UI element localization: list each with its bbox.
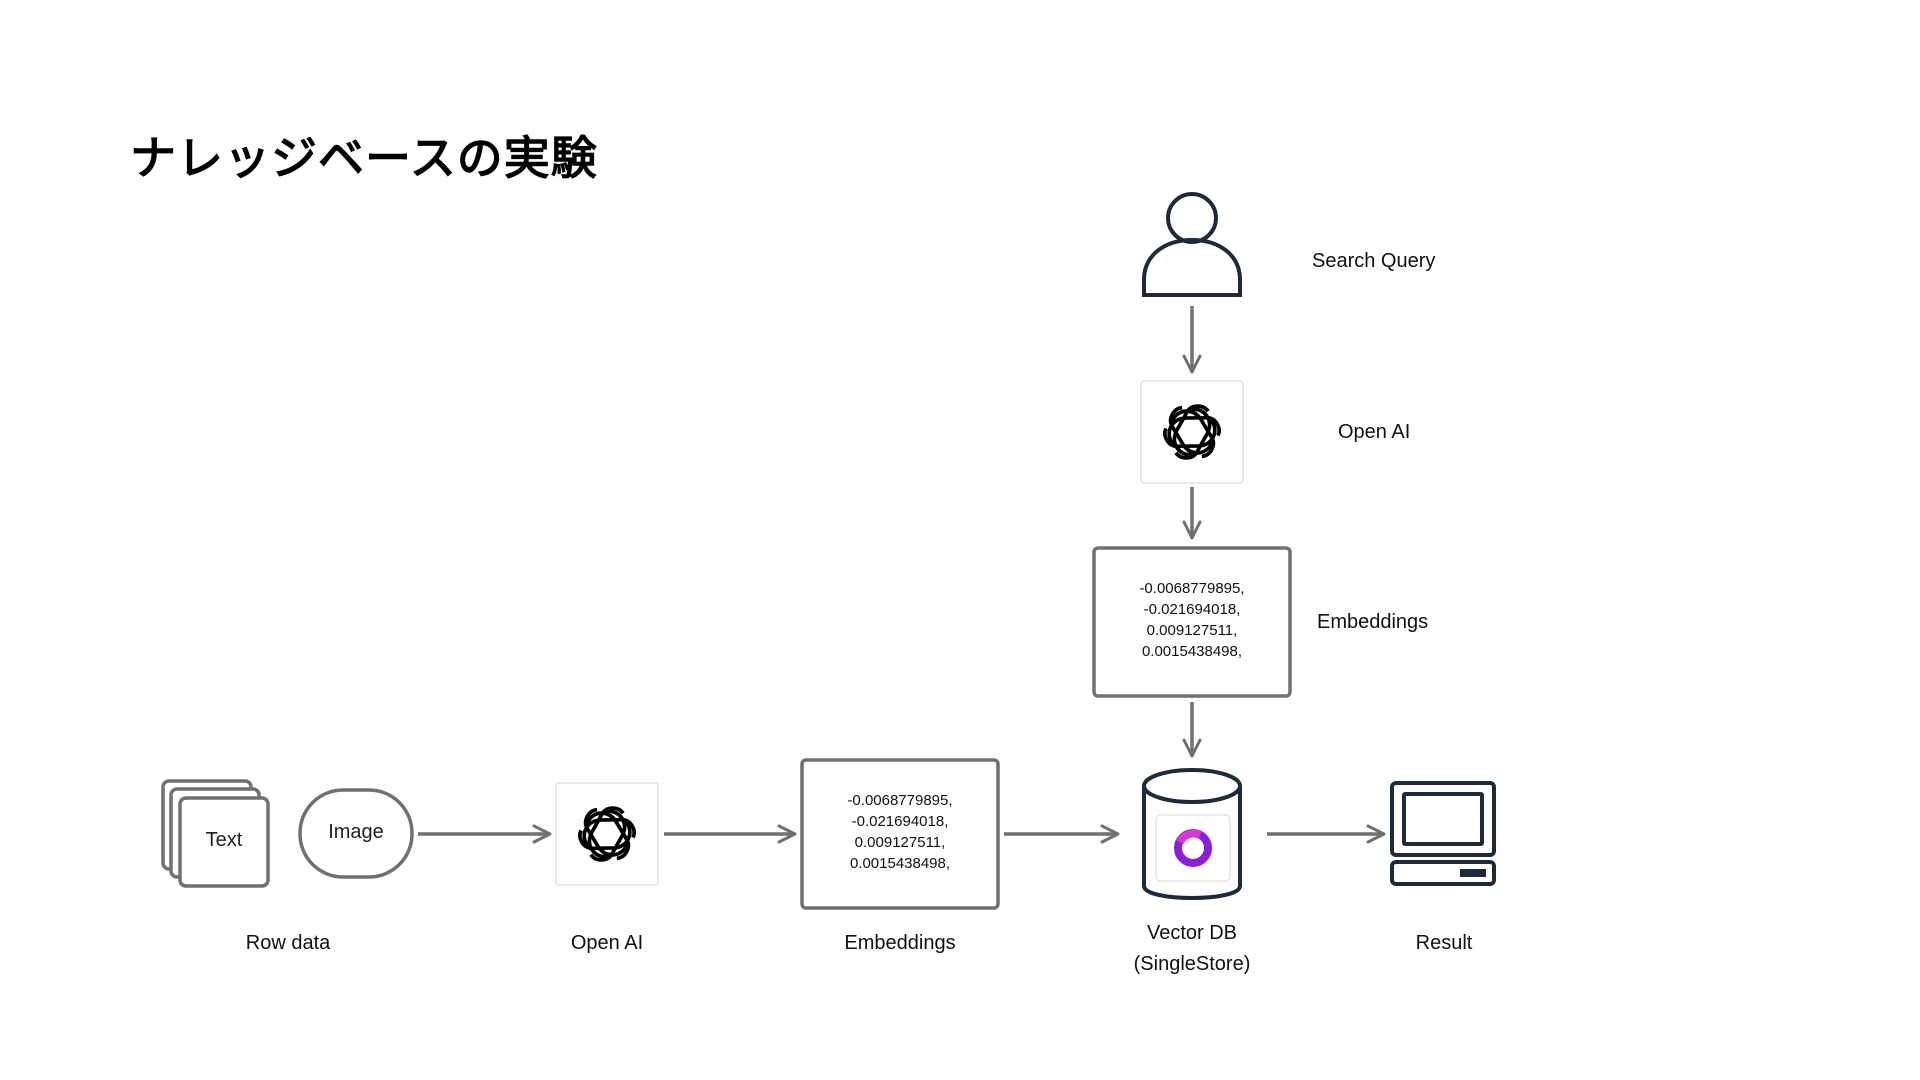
embeddings-values-data: -0.0068779895, -0.021694018, 0.009127511… xyxy=(802,790,998,874)
text-documents-icon xyxy=(161,779,270,888)
user-icon xyxy=(1142,192,1242,297)
vectordb-label: Vector DB (SingleStore) xyxy=(1092,918,1292,980)
embeddings-box-data xyxy=(800,758,1000,910)
singlestore-logo-icon xyxy=(1155,814,1231,882)
page-title: ナレッジベースの実験 xyxy=(130,131,598,185)
embedding-value: -0.0068779895, xyxy=(1139,580,1245,597)
embeddings-label-query: Embeddings xyxy=(1317,611,1429,633)
row-data-label: Row data xyxy=(245,932,331,954)
search-query-label: Search Query xyxy=(1312,250,1436,272)
openai-logo-icon-2 xyxy=(555,782,659,886)
embedding-value: 0.0015438498, xyxy=(849,855,951,872)
openai-logo-icon xyxy=(1140,380,1244,484)
database-icon xyxy=(1142,768,1242,900)
vectordb-label-line1: Vector DB xyxy=(1146,922,1238,944)
text-node-label: Text xyxy=(205,829,243,851)
embedding-value: -0.021694018, xyxy=(851,813,949,830)
embeddings-values-query: -0.0068779895, -0.021694018, 0.009127511… xyxy=(1094,578,1290,662)
image-node xyxy=(298,788,414,879)
embedding-value: 0.009127511, xyxy=(1146,622,1238,639)
openai-label-query: Open AI xyxy=(1338,421,1411,443)
embeddings-box-query xyxy=(1092,546,1292,698)
embedding-value: -0.021694018, xyxy=(1143,601,1241,618)
vectordb-label-line2: (SingleStore) xyxy=(1133,953,1251,975)
embedding-value: 0.0015438498, xyxy=(1141,643,1243,660)
image-node-label: Image xyxy=(328,821,384,843)
openai-label-data: Open AI xyxy=(570,932,644,954)
computer-icon xyxy=(1390,781,1496,886)
embeddings-label-data: Embeddings xyxy=(844,932,956,954)
result-label: Result xyxy=(1415,932,1473,954)
embedding-value: -0.0068779895, xyxy=(847,792,953,809)
embedding-value: 0.009127511, xyxy=(854,834,946,851)
